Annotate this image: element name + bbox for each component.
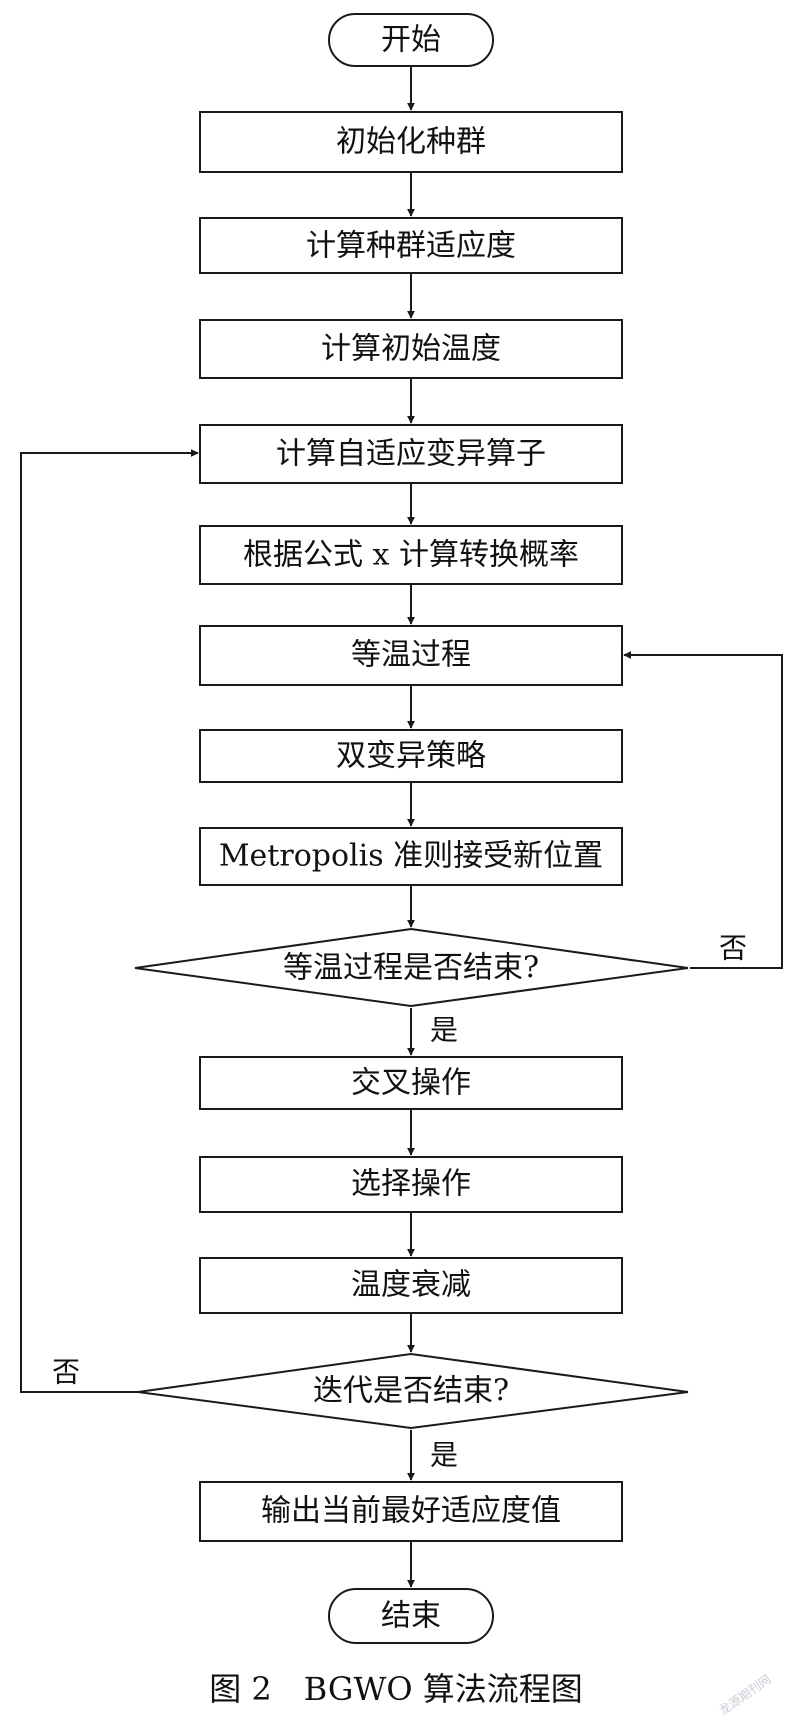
calc-adaptive-mutation-label: 计算自适应变异算子 bbox=[276, 437, 546, 472]
edge-isothermal-loopback bbox=[623, 651, 783, 969]
isothermal-end-check-label: 等温过程是否结束? bbox=[283, 951, 539, 986]
calc-transition-prob-label: 根据公式 x 计算转换概率 bbox=[243, 538, 579, 573]
calc-transition-prob-node: 根据公式 x 计算转换概率 bbox=[199, 525, 623, 585]
init-population-node: 初始化种群 bbox=[199, 111, 623, 173]
iteration-no-label: 否 bbox=[52, 1356, 80, 1389]
dual-mutation-label: 双变异策略 bbox=[336, 739, 486, 774]
metropolis-accept-node: Metropolis 准则接受新位置 bbox=[199, 827, 623, 886]
temp-decay-node: 温度衰减 bbox=[199, 1257, 623, 1314]
end-label: 结束 bbox=[381, 1599, 441, 1634]
isothermal-no-label: 否 bbox=[719, 932, 747, 965]
nodes: 开始 初始化种群 计算种群适应度 计算初始温度 计算自适应变异算子 根据公式 x… bbox=[134, 13, 689, 1644]
end-node: 结束 bbox=[328, 1588, 494, 1644]
edge-labels: 否 是 否 是 bbox=[52, 932, 747, 1472]
dual-mutation-node: 双变异策略 bbox=[199, 729, 623, 783]
start-label: 开始 bbox=[381, 23, 441, 58]
calc-init-temp-node: 计算初始温度 bbox=[199, 319, 623, 379]
isothermal-process-node: 等温过程 bbox=[199, 625, 623, 686]
calc-adaptive-mutation-node: 计算自适应变异算子 bbox=[199, 424, 623, 484]
selection-label: 选择操作 bbox=[351, 1167, 471, 1202]
crossover-node: 交叉操作 bbox=[199, 1056, 623, 1110]
edge-iteration-loopback bbox=[20, 449, 199, 1393]
start-node: 开始 bbox=[328, 13, 494, 67]
output-best-label: 输出当前最好适应度值 bbox=[261, 1494, 561, 1529]
calc-fitness-node: 计算种群适应度 bbox=[199, 217, 623, 274]
isothermal-end-check-node: 等温过程是否结束? bbox=[134, 927, 689, 1008]
output-best-node: 输出当前最好适应度值 bbox=[199, 1481, 623, 1542]
iteration-end-check-node: 迭代是否结束? bbox=[137, 1352, 689, 1430]
iteration-yes-label: 是 bbox=[430, 1439, 458, 1472]
calc-init-temp-label: 计算初始温度 bbox=[321, 332, 501, 367]
isothermal-yes-label: 是 bbox=[430, 1014, 458, 1047]
edges bbox=[20, 66, 783, 1588]
crossover-label: 交叉操作 bbox=[351, 1066, 471, 1101]
temp-decay-label: 温度衰减 bbox=[351, 1268, 471, 1303]
calc-fitness-label: 计算种群适应度 bbox=[306, 229, 516, 264]
iteration-end-check-label: 迭代是否结束? bbox=[313, 1374, 509, 1409]
selection-node: 选择操作 bbox=[199, 1156, 623, 1213]
watermark: 龙源期刊网 bbox=[716, 1672, 773, 1717]
init-population-label: 初始化种群 bbox=[336, 125, 486, 160]
isothermal-process-label: 等温过程 bbox=[351, 638, 471, 673]
metropolis-accept-label: Metropolis 准则接受新位置 bbox=[219, 839, 603, 874]
figure-caption: 图 2 BGWO 算法流程图 bbox=[209, 1670, 583, 1708]
